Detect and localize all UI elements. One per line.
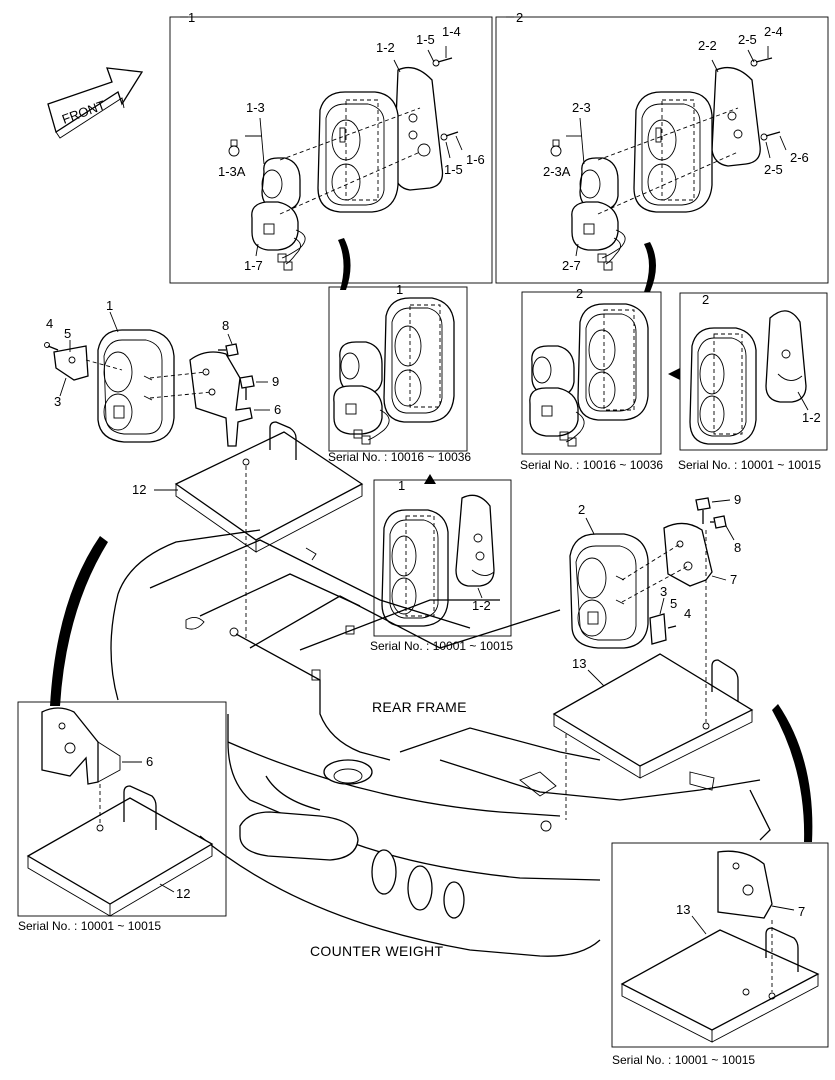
callout-main-1: 1 — [106, 298, 113, 313]
inset-group-2-late: 2 Serial No. : 10016 ~ 10036 — [520, 286, 663, 472]
inset-1-late-serial: Serial No. : 10016 ~ 10036 — [328, 450, 471, 464]
inset-group-1-late: 1 Serial No. : 10016 ~ 10036 — [328, 282, 471, 464]
callout-main-3-left: 3 — [54, 394, 61, 409]
callout-main-5-right: 5 — [670, 596, 677, 611]
exploded-view-group-2: 2 2-2 2-3 2-3A 2-4 2-5 2-5 2-6 2-7 — [495, 10, 829, 284]
inset-2-late-number: 2 — [576, 286, 583, 301]
callout-2-3: 2-3 — [572, 100, 591, 115]
pointer-arm-left — [50, 536, 108, 706]
left-lamp-assembly: 1 3 4 5 6 8 9 — [44, 298, 281, 447]
pointer-curve-2 — [644, 242, 656, 292]
callout-main-12: 12 — [132, 482, 146, 497]
callout-main-13: 13 — [572, 656, 586, 671]
callout-2-2: 2-2 — [698, 38, 717, 53]
callout-2-5-upper: 2-5 — [738, 32, 757, 47]
callout-1-7: 1-7 — [244, 258, 263, 273]
callout-main-4-right: 4 — [684, 606, 691, 621]
right-lamp-assembly: 2 3 4 5 7 8 9 — [569, 492, 741, 649]
inset-1-late-number: 1 — [396, 282, 403, 297]
inset-plate-13-callout-7: 7 — [798, 904, 805, 919]
inset-plate-12-callout-6: 6 — [146, 754, 153, 769]
callout-main-8-right: 8 — [734, 540, 741, 555]
inset-1-early-serial: Serial No. : 10001 ~ 10015 — [370, 639, 513, 653]
inset-2-early-number: 2 — [702, 292, 709, 307]
callout-main-7-right: 7 — [730, 572, 737, 587]
callout-1-5-upper: 1-5 — [416, 32, 435, 47]
inset-plate-13: 13 7 Serial No. : 10001 ~ 10015 — [611, 842, 829, 1067]
callout-1-5-lower: 1-5 — [444, 162, 463, 177]
callout-main-4-left: 4 — [46, 316, 53, 331]
inset-plate-12-callout-12: 12 — [176, 886, 190, 901]
group-number-2: 2 — [516, 10, 523, 25]
pointer-arm-right — [772, 704, 813, 842]
callout-main-5-left: 5 — [64, 326, 71, 341]
callout-2-6: 2-6 — [790, 150, 809, 165]
group-number-1: 1 — [188, 10, 195, 25]
pointer-curve-1 — [338, 238, 351, 290]
pointer-triangle-left — [668, 368, 680, 380]
inset-plate-13-callout-13: 13 — [676, 902, 690, 917]
callout-2-3a: 2-3A — [543, 164, 571, 179]
front-arrow: FRONT — [47, 67, 144, 139]
callout-2-7: 2-7 — [562, 258, 581, 273]
inset-group-1-early: 1 1-2 Serial No. : 10001 ~ 10015 — [370, 478, 513, 653]
inset-1-early-number: 1 — [398, 478, 405, 493]
mounting-plate-13: 13 — [552, 530, 754, 820]
inset-1-early-callout: 1-2 — [472, 598, 491, 613]
machine-body: REAR FRAME COUNTER WEIGHT — [110, 529, 771, 959]
callout-2-4: 2-4 — [764, 24, 783, 39]
callout-main-3-right: 3 — [660, 584, 667, 599]
rear-frame-label: REAR FRAME — [372, 699, 467, 715]
callout-1-3a: 1-3A — [218, 164, 246, 179]
inset-plate-12-serial: Serial No. : 10001 ~ 10015 — [18, 919, 161, 933]
callout-main-8-left: 8 — [222, 318, 229, 333]
callout-main-9-right: 9 — [734, 492, 741, 507]
inset-plate-12: 6 12 Serial No. : 10001 ~ 10015 — [17, 701, 227, 933]
callout-main-2: 2 — [578, 502, 585, 517]
inset-group-2-early: 2 1-2 Serial No. : 10001 ~ 10015 — [678, 292, 828, 472]
pointer-triangle-up — [424, 474, 436, 484]
counter-weight-label: COUNTER WEIGHT — [310, 943, 443, 959]
callout-1-4: 1-4 — [442, 24, 461, 39]
callout-main-6-left: 6 — [274, 402, 281, 417]
callout-1-6: 1-6 — [466, 152, 485, 167]
callout-1-2: 1-2 — [376, 40, 395, 55]
mounting-plate-12: 12 — [132, 421, 364, 640]
inset-2-early-serial: Serial No. : 10001 ~ 10015 — [678, 458, 821, 472]
inset-2-late-serial: Serial No. : 10016 ~ 10036 — [520, 458, 663, 472]
callout-2-5-lower: 2-5 — [764, 162, 783, 177]
inset-2-early-callout: 1-2 — [802, 410, 821, 425]
exploded-view-group-1: 1 1-2 1-3 1-3A 1-4 — [169, 10, 493, 284]
callout-main-9-left: 9 — [272, 374, 279, 389]
callout-1-3: 1-3 — [246, 100, 265, 115]
inset-plate-13-serial: Serial No. : 10001 ~ 10015 — [612, 1053, 755, 1067]
